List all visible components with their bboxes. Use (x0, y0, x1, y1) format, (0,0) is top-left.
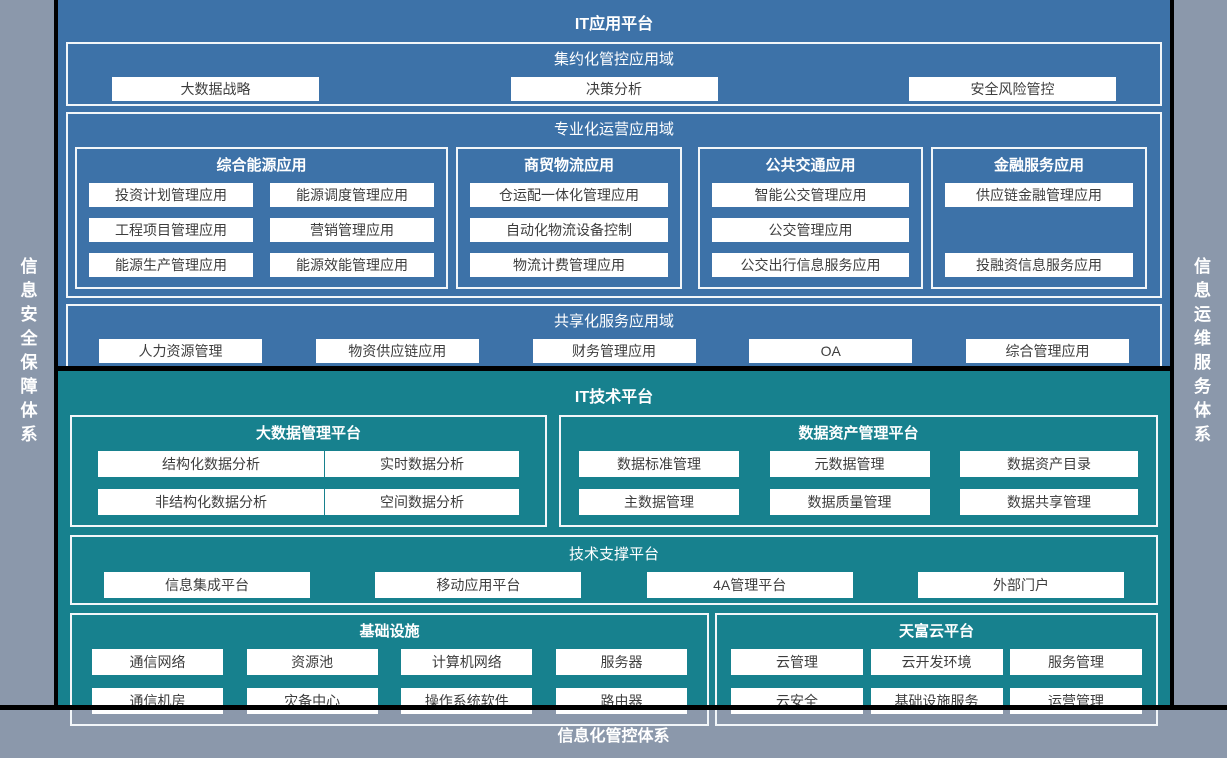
group-grid: 结构化数据分析 实时数据分析 非结构化数据分析 空间数据分析 (84, 451, 533, 515)
item-box: 营销管理应用 (270, 218, 434, 242)
item-box: 资源池 (246, 649, 378, 675)
item-box: 物流计费管理应用 (470, 253, 668, 277)
item-box: 大数据战略 (112, 77, 319, 101)
sidebar-info-security-label: 信息安全保障体系 (17, 256, 37, 449)
panel-title: IT技术平台 (574, 389, 654, 406)
group-grid: 数据标准管理 元数据管理 数据资产目录 主数据管理 数据质量管理 数据共享管理 (573, 451, 1144, 515)
group-title: 金融服务应用 (993, 157, 1084, 174)
group-title: 公共交通应用 (765, 157, 856, 174)
item-box: 云管理 (731, 649, 863, 675)
tech-row-infrastructure: 基础设施 通信网络 资源池 计算机网络 服务器 通信机房 灾备中心 操作系统软件… (70, 613, 1158, 726)
item-box: 能源生产管理应用 (89, 253, 253, 277)
group-bigdata-platform: 大数据管理平台 结构化数据分析 实时数据分析 非结构化数据分析 空间数据分析 (70, 415, 547, 527)
group-financial-services: 金融服务应用 供应链金融管理应用 投融资信息服务应用 (931, 147, 1147, 289)
group-tech-support-platform: 技术支撑平台 信息集成平台 移动应用平台 4A管理平台 外部门户 (70, 535, 1158, 605)
item-box: 数据资产目录 (960, 451, 1138, 477)
group-title: 大数据管理平台 (255, 425, 361, 442)
group-grid: 通信网络 资源池 计算机网络 服务器 通信机房 灾备中心 操作系统软件 路由器 (84, 649, 695, 714)
domain-groups-row: 综合能源应用 投资计划管理应用 能源调度管理应用 工程项目管理应用 营销管理应用… (75, 147, 1153, 289)
group-public-transport: 公共交通应用 智能公交管理应用 公交管理应用 公交出行信息服务应用 (698, 147, 923, 289)
item-box: 决策分析 (510, 77, 718, 101)
item-box: 公交管理应用 (712, 218, 909, 242)
domain-shared-services: 共享化服务应用域 人力资源管理 物资供应链应用 财务管理应用 OA 综合管理应用 (66, 304, 1162, 370)
group-title: 基础设施 (359, 623, 420, 640)
bottom-frame-line (0, 705, 1227, 710)
group-grid: 投资计划管理应用 能源调度管理应用 工程项目管理应用 营销管理应用 能源生产管理… (89, 183, 434, 277)
item-box: 仓运配一体化管理应用 (470, 183, 668, 207)
item-box: 实时数据分析 (325, 451, 519, 477)
group-data-asset-platform: 数据资产管理平台 数据标准管理 元数据管理 数据资产目录 主数据管理 数据质量管… (559, 415, 1158, 527)
sidebar-info-ops-label: 信息运维服务体系 (1191, 256, 1210, 449)
item-box: 外部门户 (917, 572, 1124, 598)
tech-row-support: 技术支撑平台 信息集成平台 移动应用平台 4A管理平台 外部门户 (70, 535, 1158, 605)
sidebar-info-security: 信息安全保障体系 (0, 0, 54, 705)
item-box: 公交出行信息服务应用 (712, 253, 909, 277)
item-box: 自动化物流设备控制 (470, 218, 668, 242)
main-content: IT应用平台 集约化管控应用域 大数据战略 决策分析 安全风险管控 专业化运营应… (58, 0, 1170, 726)
item-box: 服务管理 (1010, 649, 1142, 675)
item-box: 通信网络 (92, 649, 223, 675)
group-title: 技术支撑平台 (568, 546, 659, 563)
item-box: 服务器 (555, 649, 687, 675)
item-box: 工程项目管理应用 (89, 218, 253, 242)
domain-title: 集约化管控应用域 (553, 51, 674, 68)
item-box: 元数据管理 (769, 451, 930, 477)
item-box: 非结构化数据分析 (98, 489, 324, 515)
item-box: 信息集成平台 (104, 572, 310, 598)
item-box: 计算机网络 (401, 649, 533, 675)
panel-it-technology-platform: IT技术平台 大数据管理平台 结构化数据分析 实时数据分析 非结构化数据分析 空… (58, 371, 1170, 726)
item-box: 数据质量管理 (769, 489, 930, 515)
item-box: 综合管理应用 (966, 339, 1129, 363)
item-box: 人力资源管理 (99, 339, 262, 363)
item-box: 物资供应链应用 (315, 339, 479, 363)
domain-specialized-operations: 专业化运营应用域 综合能源应用 投资计划管理应用 能源调度管理应用 工程项目管理… (66, 112, 1162, 298)
domain-button-row: 大数据战略 决策分析 安全风险管控 (68, 77, 1160, 101)
group-title: 综合能源应用 (216, 157, 307, 174)
item-box: 安全风险管控 (909, 77, 1116, 101)
tech-row-data: 大数据管理平台 结构化数据分析 实时数据分析 非结构化数据分析 空间数据分析 数… (70, 415, 1158, 527)
domain-intensive-control: 集约化管控应用域 大数据战略 决策分析 安全风险管控 (66, 42, 1162, 106)
group-infrastructure: 基础设施 通信网络 资源池 计算机网络 服务器 通信机房 灾备中心 操作系统软件… (70, 613, 709, 726)
item-box: 数据标准管理 (579, 451, 739, 477)
item-box: 供应链金融管理应用 (945, 183, 1133, 207)
item-box: 主数据管理 (579, 489, 739, 515)
group-title: 商贸物流应用 (523, 157, 614, 174)
group-integrated-energy: 综合能源应用 投资计划管理应用 能源调度管理应用 工程项目管理应用 营销管理应用… (75, 147, 448, 289)
left-frame-line (54, 0, 58, 705)
item-box: 智能公交管理应用 (712, 183, 909, 207)
item-box: 投融资信息服务应用 (945, 253, 1133, 277)
group-grid: 供应链金融管理应用 投融资信息服务应用 (945, 183, 1133, 277)
group-grid: 仓运配一体化管理应用 自动化物流设备控制 物流计费管理应用 (470, 183, 668, 277)
bottom-bar-label: 信息化管控体系 (557, 728, 670, 745)
panel-title: IT应用平台 (574, 16, 654, 33)
bottom-bar-info-governance: 信息化管控体系 (0, 710, 1227, 758)
item-box: 财务管理应用 (532, 339, 696, 363)
item-box: 投资计划管理应用 (89, 183, 253, 207)
group-title: 数据资产管理平台 (798, 425, 919, 442)
domain-title: 专业化运营应用域 (553, 121, 674, 138)
item-box: OA (749, 339, 913, 363)
item-box: 数据共享管理 (960, 489, 1138, 515)
item-box: 云开发环境 (870, 649, 1003, 675)
sidebar-info-ops: 信息运维服务体系 (1174, 0, 1227, 705)
item-box: 空间数据分析 (325, 489, 519, 515)
group-grid: 智能公交管理应用 公交管理应用 公交出行信息服务应用 (712, 183, 909, 277)
domain-title: 共享化服务应用域 (553, 313, 674, 330)
right-frame-line (1170, 0, 1174, 705)
group-trade-logistics: 商贸物流应用 仓运配一体化管理应用 自动化物流设备控制 物流计费管理应用 (456, 147, 682, 289)
item-box: 移动应用平台 (375, 572, 582, 598)
group-button-row: 信息集成平台 移动应用平台 4A管理平台 外部门户 (84, 572, 1144, 598)
item-box: 结构化数据分析 (98, 451, 324, 477)
panel-it-application-platform: IT应用平台 集约化管控应用域 大数据战略 决策分析 安全风险管控 专业化运营应… (58, 0, 1170, 370)
item-box: 能源调度管理应用 (270, 183, 434, 207)
domain-button-row: 人力资源管理 物资供应链应用 财务管理应用 OA 综合管理应用 (68, 339, 1160, 363)
platform-separator-line (58, 366, 1170, 371)
item-box: 4A管理平台 (646, 572, 853, 598)
group-title: 天富云平台 (898, 623, 974, 640)
item-box: 能源效能管理应用 (270, 253, 434, 277)
